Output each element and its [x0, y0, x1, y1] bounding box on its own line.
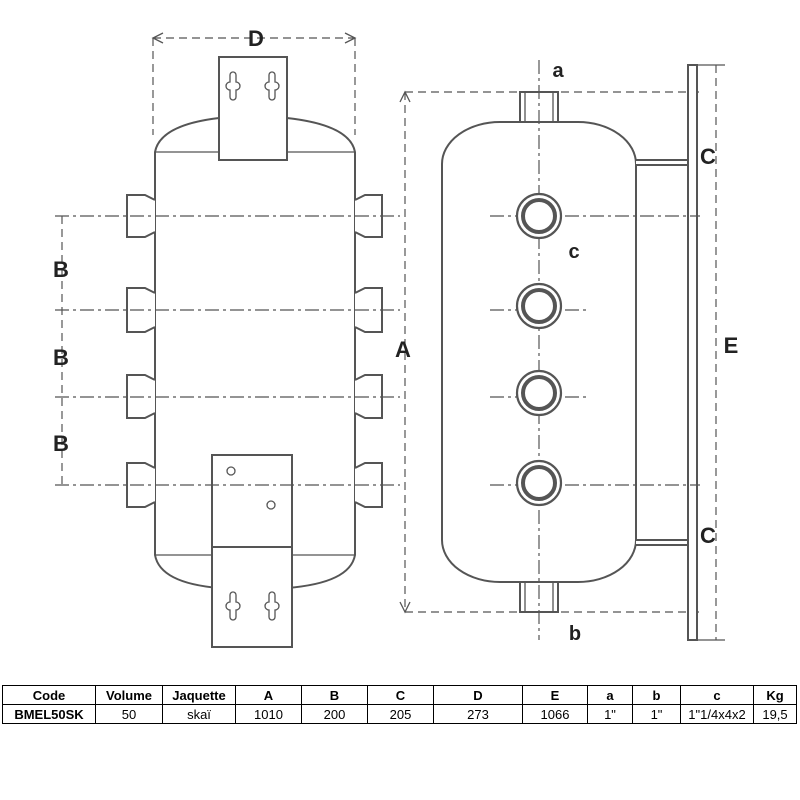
header-a-lower: a	[587, 685, 633, 705]
dim-label-b3: B	[53, 431, 69, 456]
header-b-lower: b	[632, 685, 681, 705]
cell-e: 1066	[522, 704, 588, 724]
cell-volume: 50	[95, 704, 163, 724]
dim-label-e: E	[724, 333, 739, 358]
dim-label-b2: B	[53, 345, 69, 370]
technical-drawing: D	[53, 26, 738, 648]
header-volume: Volume	[95, 685, 163, 705]
front-openings	[490, 192, 700, 507]
header-b: B	[301, 685, 368, 705]
header-a: A	[235, 685, 302, 705]
cell-jaquette: skaï	[162, 704, 236, 724]
header-d: D	[433, 685, 523, 705]
bottom-bracket	[211, 454, 293, 548]
label-c-lower: c	[568, 241, 579, 263]
header-code: Code	[2, 685, 96, 705]
label-b-lower: b	[569, 623, 581, 645]
dim-label-a-upper: A	[395, 337, 411, 362]
label-a-lower: a	[552, 60, 564, 82]
dim-label-c-top: C	[700, 144, 716, 169]
wall-rail	[687, 64, 698, 641]
header-c: C	[367, 685, 434, 705]
header-e: E	[522, 685, 588, 705]
cell-b: 200	[301, 704, 368, 724]
dim-label-b1: B	[53, 257, 69, 282]
cell-code: BMEL50SK	[2, 704, 96, 724]
header-jaquette: Jaquette	[162, 685, 236, 705]
cell-b-lower: 1"	[632, 704, 681, 724]
header-c-lower: c	[680, 685, 754, 705]
cell-a: 1010	[235, 704, 302, 724]
cell-c-lower: 1"1/4x4x2	[680, 704, 754, 724]
spec-table: Code Volume Jaquette A B C D E a b c Kg …	[2, 685, 797, 724]
dim-label-d: D	[248, 26, 264, 51]
cell-a-lower: 1"	[587, 704, 633, 724]
table-header-row: Code Volume Jaquette A B C D E a b c Kg	[2, 685, 797, 705]
cell-d: 273	[433, 704, 523, 724]
header-kg: Kg	[753, 685, 797, 705]
cell-c: 205	[367, 704, 434, 724]
cell-kg: 19,5	[753, 704, 797, 724]
dim-label-c-bottom: C	[700, 523, 716, 548]
side-view: D	[53, 26, 400, 648]
front-view: A a b C C E	[395, 60, 738, 645]
table-row: BMEL50SK 50 skaï 1010 200 205 273 1066 1…	[2, 704, 797, 724]
